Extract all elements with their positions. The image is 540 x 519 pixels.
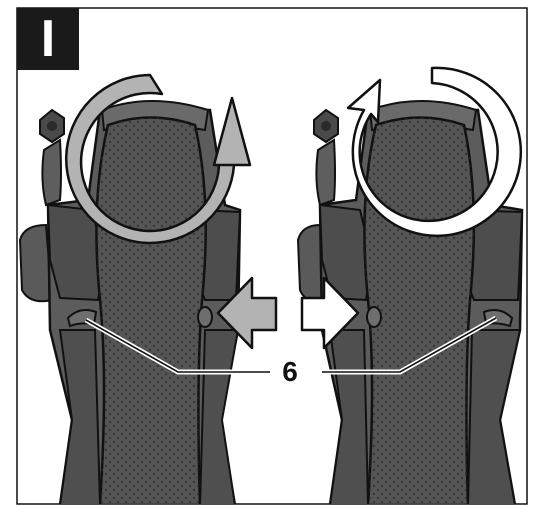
callout-number: 6 (270, 352, 310, 392)
push-left-arrow-icon (216, 276, 278, 350)
push-right-arrow-icon (300, 276, 360, 350)
counterclockwise-rotation-arrow-icon (346, 66, 523, 238)
step-badge: I (17, 8, 79, 70)
clockwise-rotation-arrow-icon (65, 73, 252, 245)
left-tool-illustration (18, 100, 242, 504)
